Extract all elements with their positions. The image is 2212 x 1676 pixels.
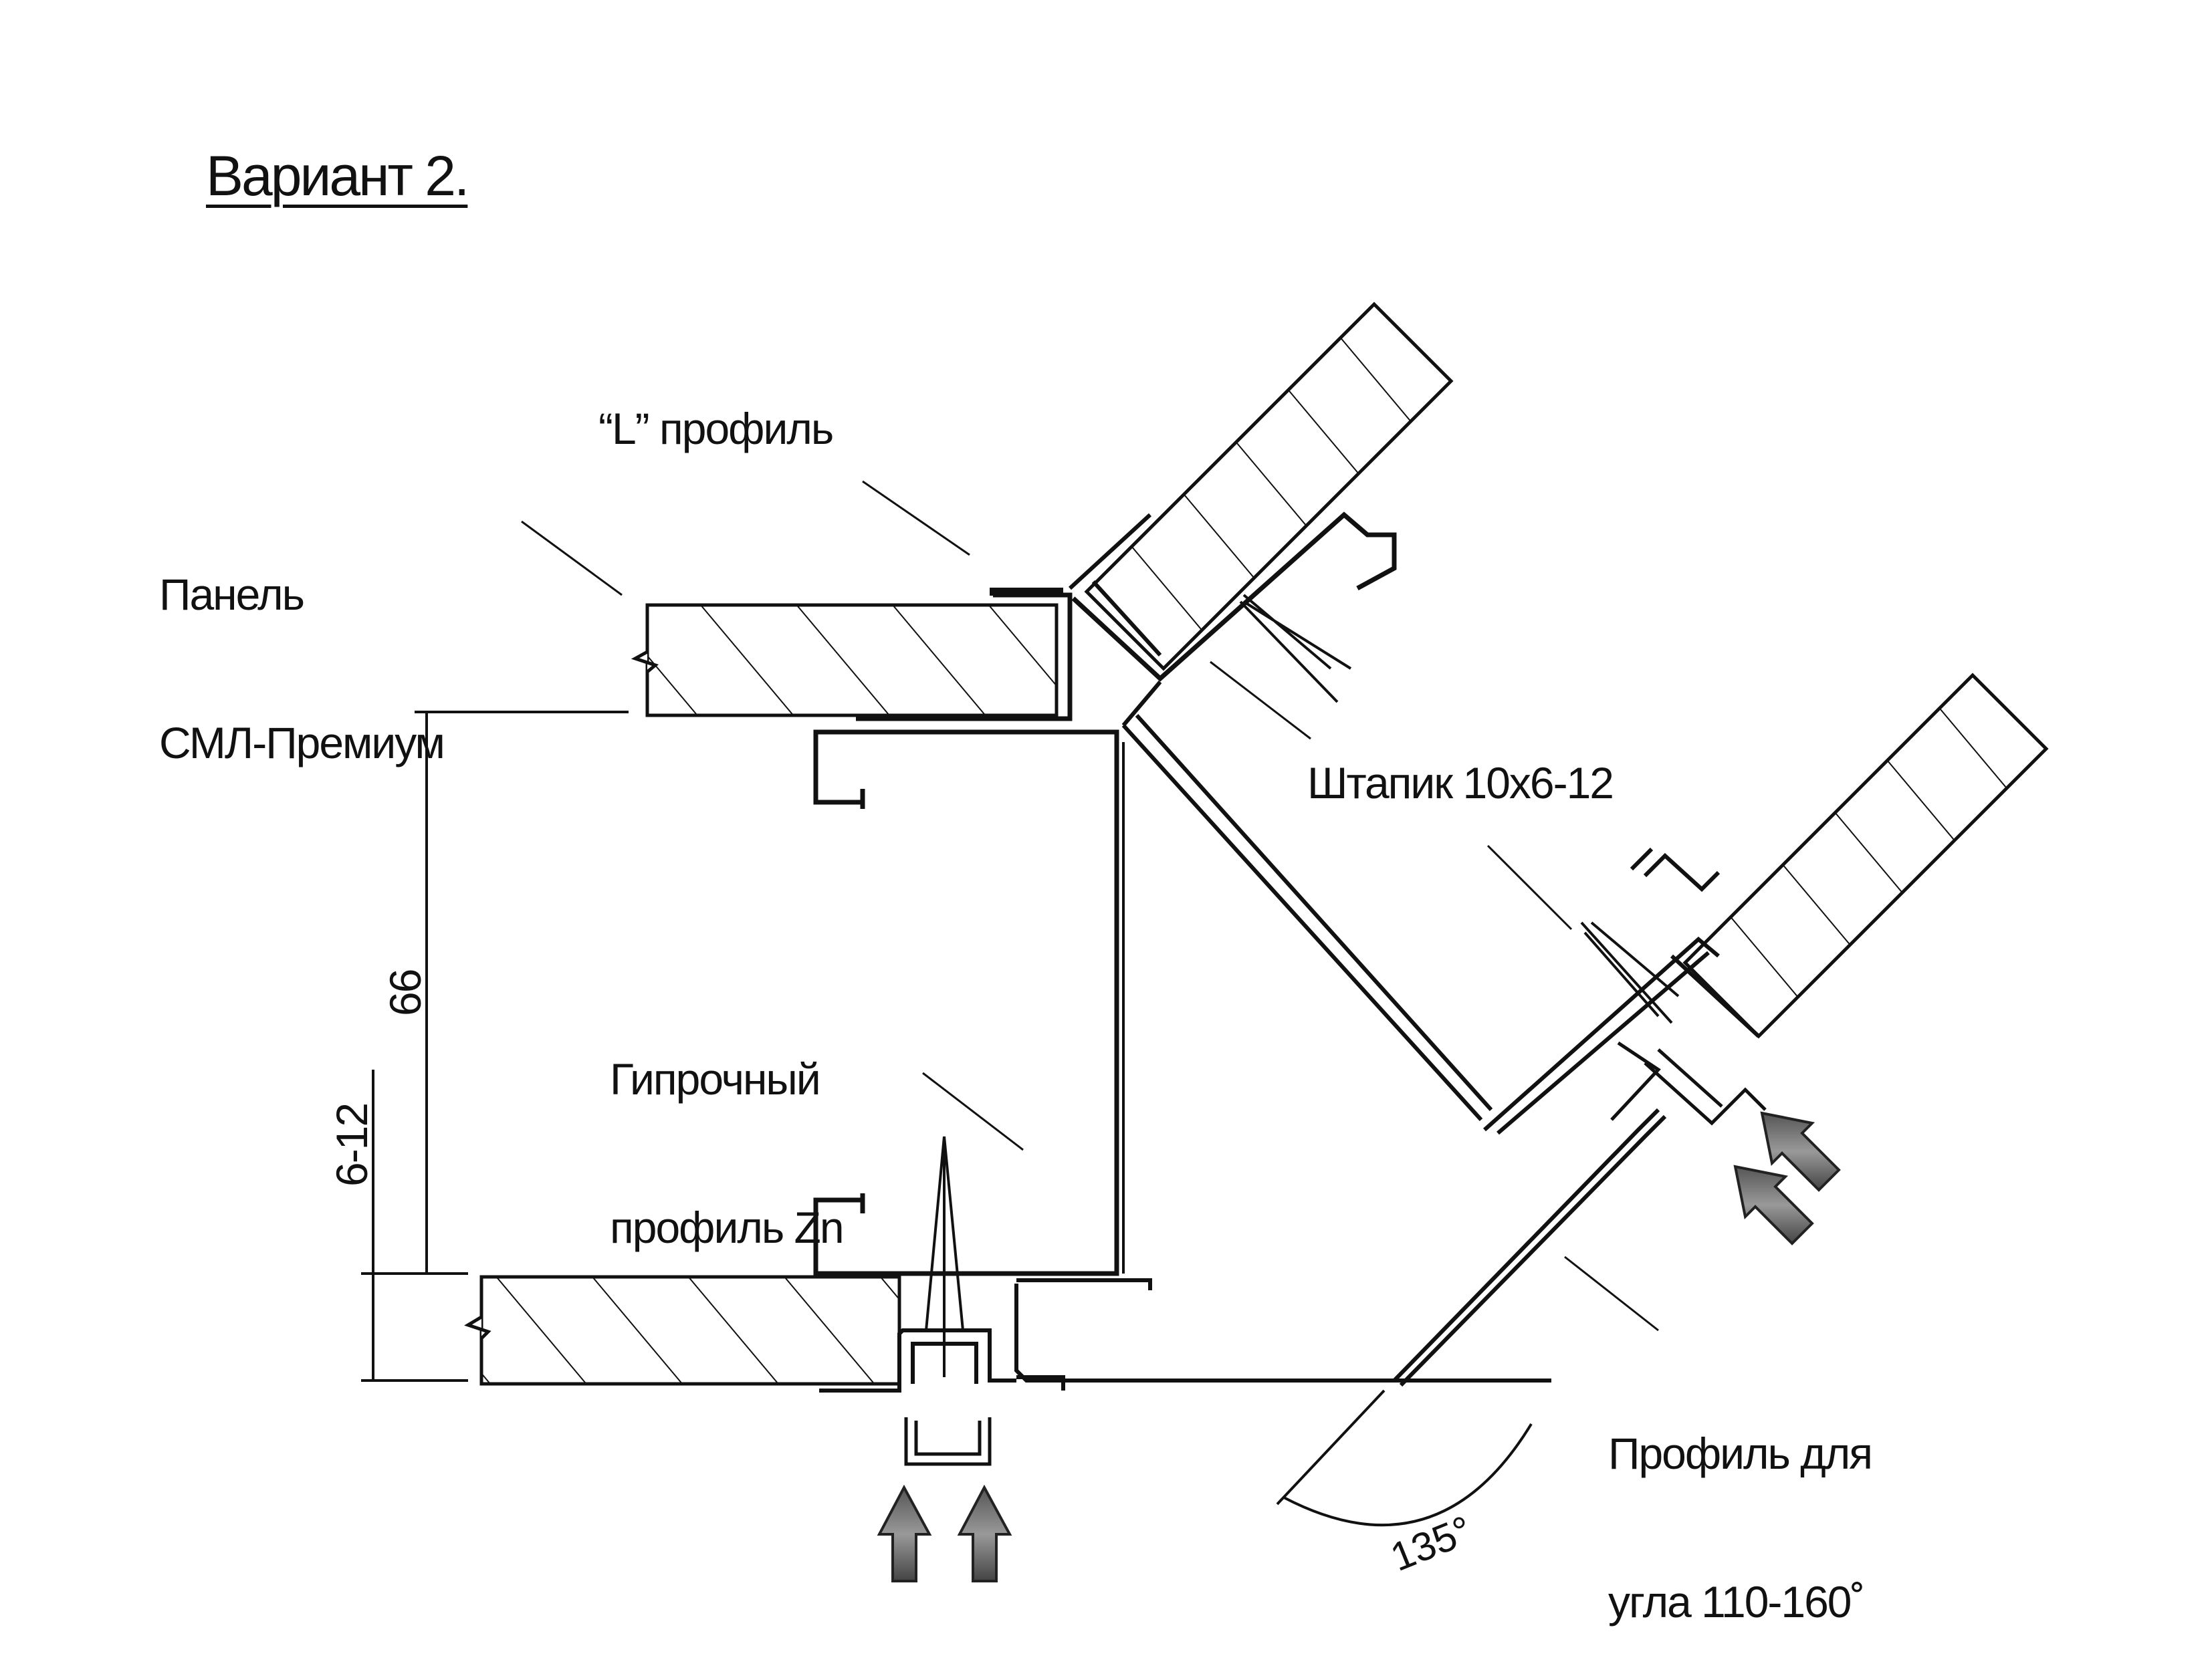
label-l-profile: “L” профиль xyxy=(598,404,834,453)
page-title: Вариант 2. xyxy=(206,144,469,207)
dimension-lines xyxy=(361,711,629,1382)
label-panel: Панель СМЛ-Премиум xyxy=(159,471,445,817)
bottom-clip xyxy=(904,1417,992,1466)
lower-screw-icon xyxy=(1580,921,1680,1024)
arrow-diagonal-icon xyxy=(1733,1165,1814,1245)
label-gypsum-profile: Гипрочный профиль Zn xyxy=(610,956,845,1302)
diagonal-stud xyxy=(1121,681,1720,1135)
label-shtapik: Штапик 10x6-12 xyxy=(1307,758,1614,808)
arrow-up-icon xyxy=(957,1484,1012,1582)
upper-screw-icon xyxy=(1239,594,1352,703)
label-panel-line1: Панель xyxy=(159,569,305,619)
dimension-height: 66 xyxy=(380,969,430,1016)
label-panel-line2: СМЛ-Премиум xyxy=(159,717,445,767)
label-corner-profile: Профиль для угла 110-160˚ xyxy=(1608,1330,1873,1676)
screw-icon xyxy=(925,1136,964,1377)
label-gypsum-line1: Гипрочный xyxy=(610,1054,821,1104)
arrow-diagonal-icon xyxy=(1760,1111,1841,1192)
label-corner-line1: Профиль для xyxy=(1608,1428,1873,1478)
dimension-gap: 6-12 xyxy=(327,1103,376,1187)
label-gypsum-line2: профиль Zn xyxy=(610,1202,845,1252)
arrow-up-icon xyxy=(877,1484,932,1582)
label-corner-line2: угла 110-160˚ xyxy=(1608,1576,1865,1627)
gypsum-profile xyxy=(813,729,1125,1276)
angle-arc xyxy=(1276,1389,1533,1526)
lower-angled-panel xyxy=(1630,673,2049,1039)
top-panel xyxy=(631,588,1073,721)
leader-lines xyxy=(521,480,1659,1332)
bottom-panel xyxy=(464,1275,901,1386)
lower-clip xyxy=(1610,1041,1767,1126)
push-arrows xyxy=(877,1111,1841,1582)
upper-angled-panel xyxy=(1068,302,1454,682)
